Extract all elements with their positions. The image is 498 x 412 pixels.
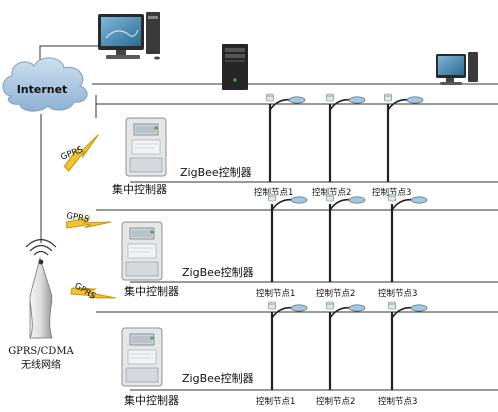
zigbee-label: ZigBee控制器	[180, 165, 252, 179]
server-tower	[222, 44, 248, 90]
internet-cloud: Internet	[2, 57, 88, 112]
concentrator-label: 集中控制器	[124, 393, 179, 407]
tower-label-line1: GPRS/CDMA	[8, 346, 74, 357]
gprs-link-3: GPRS	[68, 272, 117, 318]
concentrator-meter	[121, 327, 163, 387]
gprs-link-1: GPRS	[57, 134, 107, 173]
node-label-3: 控制节点3	[378, 396, 417, 407]
control-row-2: 集中控制器 ZigBee控制器 控制节点1 控制节点2 控制节点3	[121, 192, 429, 299]
gprs-link-2: GPRS	[63, 204, 112, 245]
street-lamp-2	[325, 192, 367, 284]
street-lamp-1	[267, 192, 309, 284]
control-row-1: 集中控制器 ZigBee控制器 控制节点1 控制节点2 控制节点3	[112, 92, 425, 198]
zigbee-label: ZigBee控制器	[182, 265, 254, 279]
zigbee-label: ZigBee控制器	[182, 371, 254, 385]
concentrator-label: 集中控制器	[112, 182, 167, 196]
node-label-2: 控制节点2	[312, 187, 351, 198]
node-label-1: 控制节点1	[256, 288, 295, 299]
concentrator-label: 集中控制器	[124, 284, 179, 298]
node-label-2: 控制节点2	[316, 288, 355, 299]
street-lamp-2	[325, 92, 367, 184]
desktop-computer	[98, 12, 160, 60]
street-lamp-1	[267, 300, 309, 392]
gprs-label: GPRS	[72, 281, 97, 302]
gprs-cdma-tower: GPRS/CDMA 无线网络	[8, 238, 75, 371]
concentrator-meter	[125, 117, 167, 177]
node-label-3: 控制节点3	[372, 187, 411, 198]
street-lamp-3	[387, 300, 429, 392]
street-lamp-2	[325, 300, 367, 392]
internet-label: Internet	[17, 83, 68, 96]
desktop-computer-right	[436, 52, 478, 85]
street-lamp-3	[387, 192, 429, 284]
tower-label-line2: 无线网络	[21, 358, 61, 371]
node-label-1: 控制节点1	[256, 396, 295, 407]
node-label-3: 控制节点3	[378, 288, 417, 299]
control-row-3: 集中控制器 ZigBee控制器 控制节点1 控制节点2 控制节点3	[121, 300, 429, 407]
connection-lines	[39, 45, 498, 391]
gprs-label: GPRS	[65, 211, 89, 225]
node-label-1: 控制节点1	[254, 187, 293, 198]
street-lamp-3	[383, 92, 425, 184]
street-lamp-1	[265, 92, 307, 184]
concentrator-meter	[121, 221, 163, 281]
node-label-2: 控制节点2	[316, 396, 355, 407]
